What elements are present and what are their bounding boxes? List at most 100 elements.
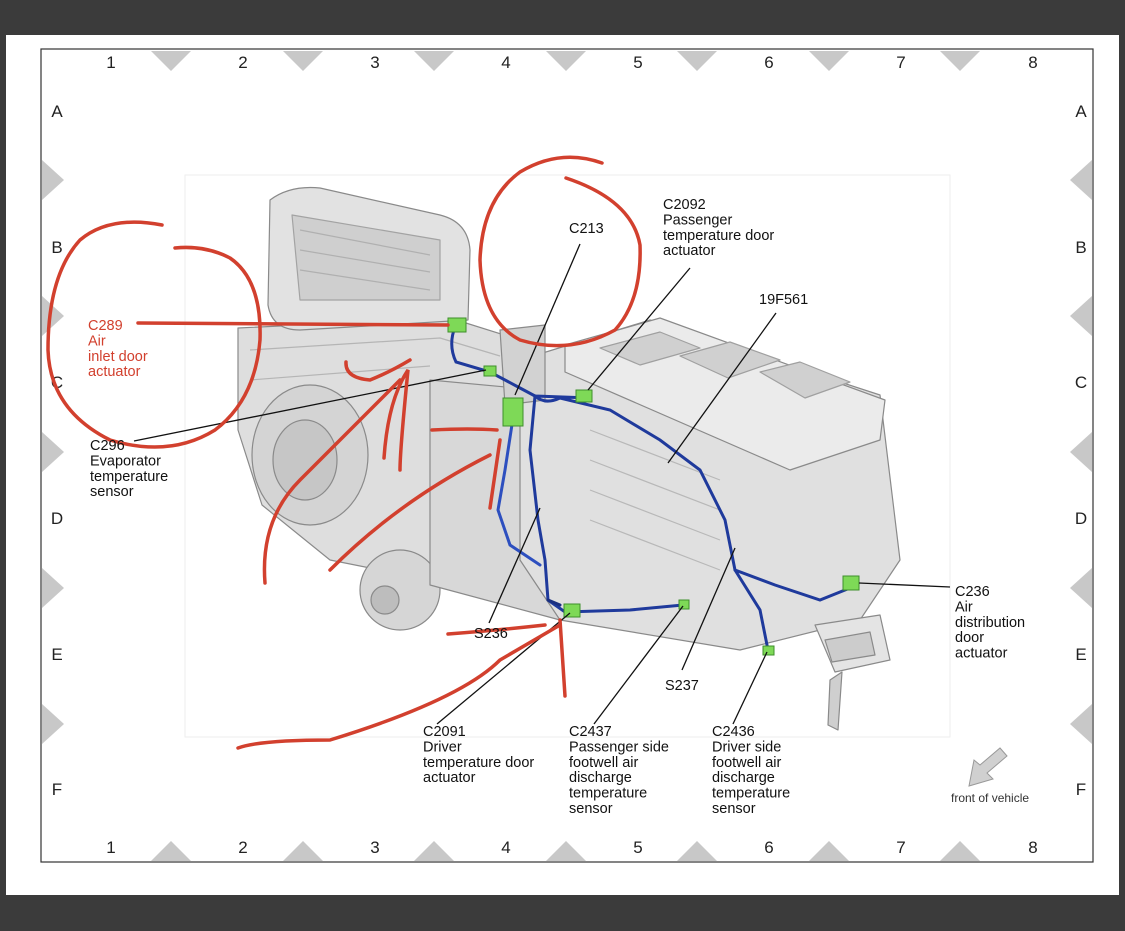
callout-line: actuator bbox=[955, 646, 1008, 662]
grid-column-label: 8 bbox=[1028, 838, 1037, 857]
grid-markers bbox=[42, 51, 1092, 861]
callout-line: sensor bbox=[90, 484, 134, 500]
callout-line: C2092 bbox=[663, 197, 706, 213]
front-arrow-icon bbox=[968, 747, 1008, 787]
grid-column-label: 8 bbox=[1028, 53, 1037, 72]
annotation-stroke bbox=[344, 358, 412, 382]
grid-marker bbox=[809, 51, 849, 71]
callout-s236: S236 bbox=[474, 626, 508, 642]
leader-s237 bbox=[681, 547, 736, 671]
grid-marker bbox=[1070, 160, 1092, 200]
callout-line: door bbox=[955, 630, 984, 646]
harness-branch bbox=[528, 394, 685, 614]
callout-line: C2437 bbox=[569, 724, 612, 740]
grid-row-label: D bbox=[51, 509, 63, 528]
callout-line: C2091 bbox=[423, 724, 466, 740]
callout-line: Driver side bbox=[712, 739, 781, 755]
callout-line: Passenger bbox=[663, 212, 732, 228]
grid-marker bbox=[1070, 568, 1092, 608]
grid-column-label: 5 bbox=[633, 838, 642, 857]
diagram-frame bbox=[40, 48, 1094, 863]
callout-line: actuator bbox=[663, 243, 716, 259]
grid-marker bbox=[42, 432, 64, 472]
callout-line: Air bbox=[88, 333, 106, 349]
grid-marker bbox=[1070, 296, 1092, 336]
callout-line: distribution bbox=[955, 615, 1025, 631]
hvac-unit-illustration bbox=[237, 186, 901, 731]
grid-marker bbox=[42, 160, 64, 200]
grid-marker bbox=[414, 841, 454, 861]
grid-marker bbox=[1070, 432, 1092, 472]
annotation-arrow-c289 bbox=[136, 321, 450, 327]
blower-wheel bbox=[359, 549, 441, 631]
annotation-stroke bbox=[236, 623, 562, 750]
grid-marker bbox=[414, 51, 454, 71]
grid-column-label: 4 bbox=[501, 53, 510, 72]
grid-marker bbox=[940, 841, 980, 861]
grid-row-label: C bbox=[1075, 373, 1087, 392]
annotation-stroke bbox=[262, 378, 402, 585]
callout-line: temperature bbox=[90, 469, 168, 485]
leader-c236 bbox=[858, 582, 951, 588]
callout-line: S236 bbox=[474, 626, 508, 642]
grid-row-label: E bbox=[1075, 645, 1086, 664]
callout-line: temperature door bbox=[423, 755, 534, 771]
grid-row-label: B bbox=[51, 238, 62, 257]
callout-line: temperature bbox=[569, 786, 647, 802]
grid-marker bbox=[1070, 704, 1092, 744]
grid-column-label: 1 bbox=[106, 53, 115, 72]
leader-c2437 bbox=[593, 605, 684, 725]
callout-line: 19F561 bbox=[759, 292, 808, 308]
grid-marker bbox=[546, 841, 586, 861]
callout-line: sensor bbox=[712, 801, 756, 817]
drawing-area bbox=[184, 174, 951, 738]
annotation-stroke bbox=[488, 438, 502, 510]
leader-lines bbox=[133, 243, 951, 725]
callout-line: S237 bbox=[665, 678, 699, 694]
grid-marker bbox=[546, 51, 586, 71]
callout-line: actuator bbox=[88, 364, 141, 380]
grid-row-label: D bbox=[1075, 509, 1087, 528]
grid-row-label: F bbox=[52, 780, 62, 799]
connector-c2092 bbox=[575, 389, 593, 403]
grid-row-label: E bbox=[51, 645, 62, 664]
front-of-vehicle-label: front of vehicle bbox=[951, 791, 1029, 805]
callout-line: inlet door bbox=[88, 349, 148, 365]
grid-marker bbox=[809, 841, 849, 861]
callout-c213: C213 bbox=[569, 221, 604, 237]
grid-row-label: B bbox=[1075, 238, 1086, 257]
callout-line: C236 bbox=[955, 584, 990, 600]
grid-marker bbox=[940, 51, 980, 71]
callout-f19f561: 19F561 bbox=[759, 292, 808, 308]
leader-19f561 bbox=[667, 312, 777, 464]
callout-line: Driver bbox=[423, 739, 462, 755]
grid-column-label: 2 bbox=[238, 838, 247, 857]
callout-line: temperature door bbox=[663, 228, 774, 244]
callout-line: sensor bbox=[569, 801, 613, 817]
grid-marker bbox=[677, 841, 717, 861]
grid-column-label: 4 bbox=[501, 838, 510, 857]
harness-branch bbox=[733, 568, 770, 652]
callout-line: Evaporator bbox=[90, 453, 161, 469]
leader-c2092 bbox=[587, 267, 691, 391]
connector-c2091 bbox=[563, 603, 581, 618]
grid-column-label: 7 bbox=[896, 53, 905, 72]
grid-marker bbox=[283, 841, 323, 861]
grid-column-label: 6 bbox=[764, 53, 773, 72]
red-markup bbox=[46, 155, 642, 750]
grid-marker bbox=[42, 704, 64, 744]
callout-line: discharge bbox=[712, 770, 775, 786]
grid-column-label: 3 bbox=[370, 838, 379, 857]
grid-row-label: A bbox=[51, 102, 63, 121]
callout-s237: S237 bbox=[665, 678, 699, 694]
grid-marker bbox=[677, 51, 717, 71]
front-of-vehicle-indicator: front of vehicle bbox=[951, 747, 1029, 805]
center-bracket bbox=[499, 324, 546, 406]
annotation-circle-c213 bbox=[478, 155, 642, 348]
